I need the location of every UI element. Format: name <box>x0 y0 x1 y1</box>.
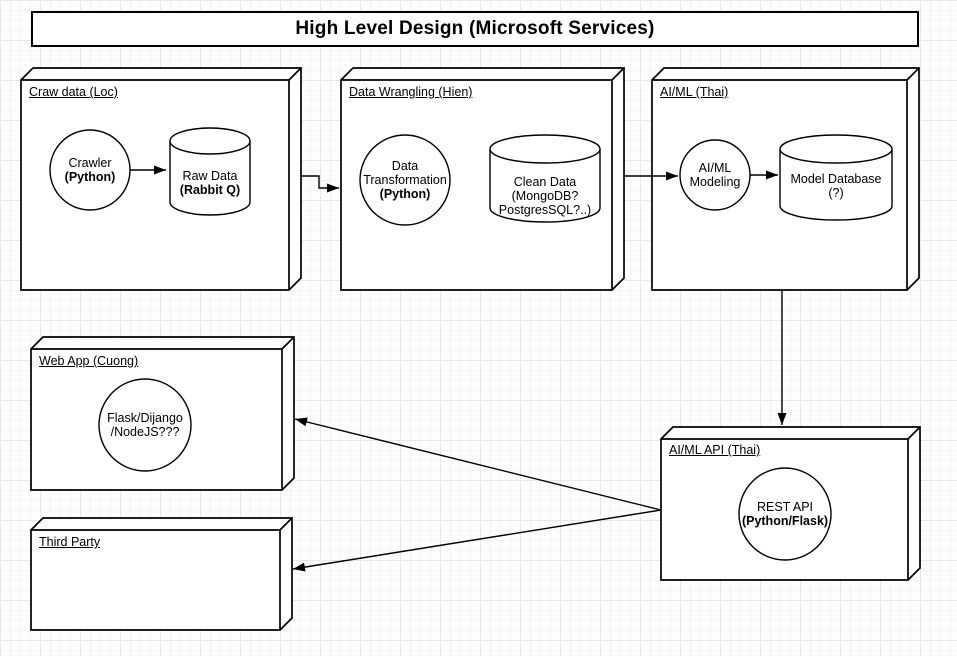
node-clean-data-label: Clean Data (MongoDB? PostgresSQL?..) <box>498 175 592 217</box>
label-third-party: Third Party <box>39 535 101 549</box>
node-rest-api-label: REST API (Python/Flask) <box>741 500 829 528</box>
node-crawler-circle[interactable] <box>49 129 131 211</box>
edge-crawdata-to-datawrangling[interactable] <box>301 175 339 193</box>
label-ai-ml: AI/ML (Thai) <box>660 85 729 99</box>
node-web-framework-circle[interactable] <box>98 378 192 472</box>
node-model-database-cylinder[interactable] <box>779 134 893 221</box>
page-title: High Level Design (Microsoft Services) <box>295 18 655 39</box>
title-box[interactable]: High Level Design (Microsoft Services) <box>31 11 919 47</box>
edge-aimlapi-to-thirdparty[interactable] <box>292 509 662 572</box>
container-data-wrangling[interactable] <box>340 67 625 291</box>
node-ai-ml-modeling-circle[interactable] <box>679 139 751 211</box>
container-third-party[interactable] <box>30 517 293 631</box>
label-web-app: Web App (Cuong) <box>39 354 139 368</box>
node-raw-data-cylinder[interactable] <box>169 127 251 216</box>
node-data-transformation-label: Data Transformation (Python) <box>363 159 447 201</box>
container-craw-data[interactable] <box>20 67 302 291</box>
node-raw-data-label: Raw Data (Rabbit Q) <box>179 169 241 197</box>
node-model-database-label: Model Database (?) <box>790 172 882 200</box>
node-ai-ml-modeling-label: AI/ML Modeling <box>689 161 741 189</box>
node-web-framework-label: Flask/Dijango /NodeJS??? <box>107 411 183 439</box>
edge-aimlapi-to-webapp[interactable] <box>294 417 662 511</box>
node-crawler-label: Crawler (Python) <box>64 156 116 184</box>
label-craw-data: Craw data (Loc) <box>29 85 118 99</box>
node-data-transformation-circle[interactable] <box>359 134 451 226</box>
label-ai-ml-api: AI/ML API (Thai) <box>669 443 761 457</box>
label-data-wrangling: Data Wrangling (Hien) <box>349 85 473 99</box>
node-rest-api-circle[interactable] <box>738 467 832 561</box>
node-clean-data-cylinder[interactable] <box>489 134 601 223</box>
